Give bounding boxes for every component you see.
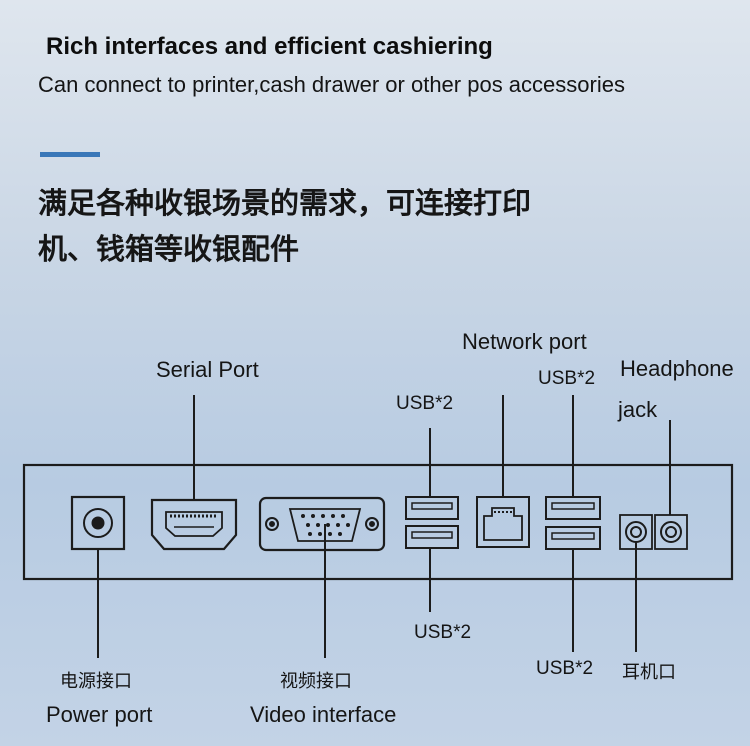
network-port-icon [476, 496, 530, 548]
label-headphone-jack: jack [618, 397, 658, 422]
video-port-icon [258, 496, 386, 552]
label-usb-top-left: USB*2 [396, 393, 454, 414]
page-subtitle: Can connect to printer,cash drawer or ot… [38, 72, 625, 97]
leader-lines [97, 395, 671, 658]
chinese-description-line-1: 满足各种收银场景的需求，可连接打印 [38, 186, 532, 220]
page-title: Rich interfaces and efficient cashiering [46, 33, 493, 60]
chinese-description-line-2: 机、钱箱等收银配件 [38, 232, 300, 266]
device-back-panel [22, 463, 734, 581]
serial-port-icon [150, 498, 238, 551]
label-headphone: Headphone [620, 356, 734, 381]
label-usb-top-right: USB*2 [538, 368, 596, 389]
accent-bar [40, 152, 100, 157]
label-video-cn: 视频接口 [280, 671, 352, 692]
headphone-jack-icon [654, 514, 688, 550]
label-power-cn: 电源接口 [60, 671, 132, 692]
label-usb-bottom-right: USB*2 [536, 658, 594, 679]
usb-ports-left-icon [405, 496, 459, 549]
label-network-port: Network port [462, 329, 587, 354]
label-video-en: Video interface [250, 702, 397, 727]
label-power-en: Power port [46, 702, 153, 727]
label-earphone-cn: 耳机口 [622, 662, 676, 683]
usb-ports-right-icon [545, 496, 601, 550]
power-port-icon [70, 495, 126, 551]
label-serial-port: Serial Port [156, 357, 259, 382]
label-usb-bottom-left: USB*2 [414, 622, 472, 643]
